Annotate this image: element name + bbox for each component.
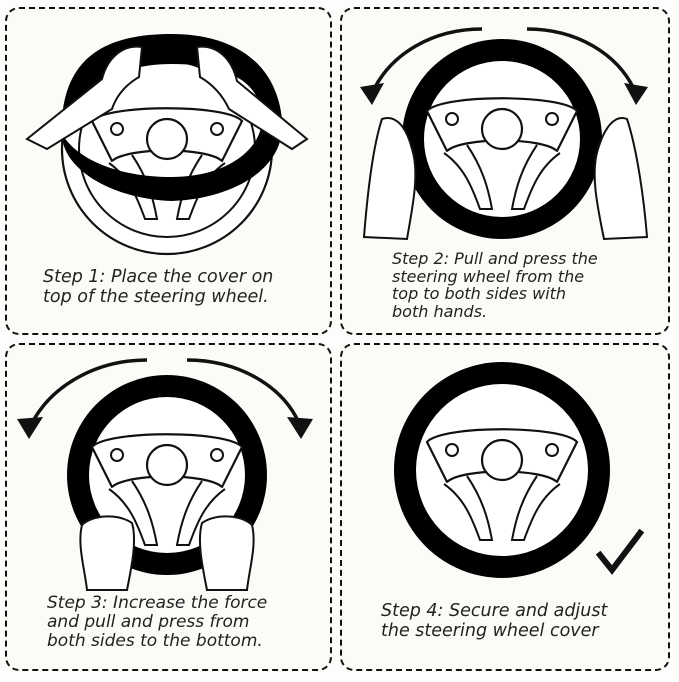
step-1-illustration — [25, 34, 309, 256]
step-2-illustration — [360, 27, 649, 241]
left-arrow-icon — [30, 358, 148, 424]
right-hand-icon — [593, 117, 649, 241]
checkmark-icon — [595, 528, 645, 575]
right-hand-icon — [195, 45, 309, 151]
left-hand-icon — [79, 515, 136, 591]
steering-wheel — [402, 39, 602, 239]
left-hand-icon — [362, 117, 417, 241]
right-arrow-icon — [526, 27, 636, 90]
right-hand-icon — [198, 515, 255, 591]
step-3-illustration — [17, 358, 313, 591]
left-hand-icon — [25, 45, 144, 151]
left-arrowhead-icon — [360, 83, 384, 105]
steering-wheel — [394, 362, 610, 578]
left-arrow-icon — [372, 27, 483, 90]
right-arrow-icon — [186, 358, 301, 424]
right-arrowhead-icon — [287, 417, 313, 439]
left-arrowhead-icon — [17, 417, 43, 439]
step-4-illustration — [394, 362, 645, 578]
right-arrowhead-icon — [624, 83, 648, 105]
